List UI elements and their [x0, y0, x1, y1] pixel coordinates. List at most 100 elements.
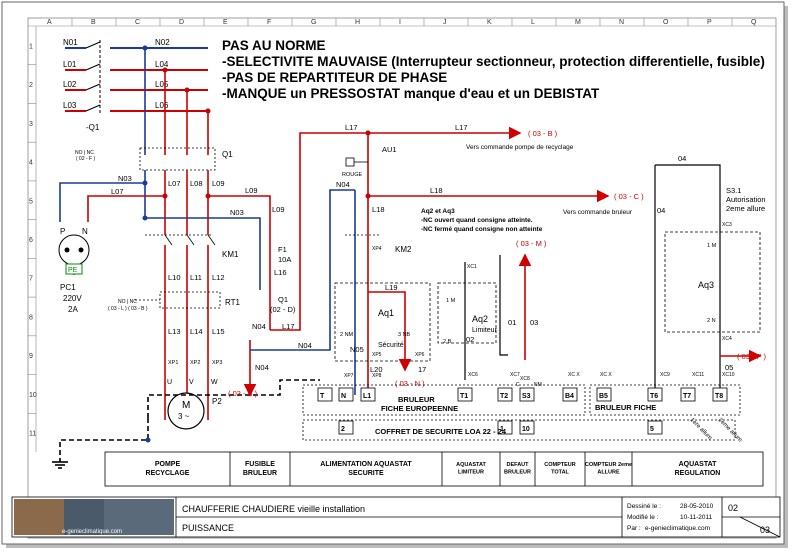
terminal-box — [562, 387, 578, 402]
aq-note-0: Aq2 et Aq3 — [421, 208, 455, 215]
q1-label: Q1 — [222, 150, 233, 159]
q1b-ref: (02 - D) — [270, 305, 296, 314]
wire-02: 02 — [466, 335, 474, 344]
terminal-t8: T8 — [715, 393, 723, 400]
arrow-bruleur: Vers commande bruleur — [563, 209, 633, 216]
wire-l07: L07 — [168, 179, 181, 188]
wire-n04c: N04 — [255, 363, 269, 372]
terminal-l1: L1 — [363, 393, 371, 400]
q1-switch-label: -Q1 — [86, 123, 100, 132]
km1-contactor — [145, 234, 216, 246]
s31-desc2: 2eme allure — [726, 204, 765, 213]
xc6: XC6 — [468, 372, 478, 378]
incoming-lines: N01 L01 L02 L03 -Q1 NO | NC ( 02 - F ) N… — [63, 38, 208, 162]
function-legend — [104, 451, 764, 487]
row-header: 5 — [29, 198, 33, 205]
wire-l09b: L09 — [245, 186, 258, 195]
title: CHAUFFERIE CHAUDIERE vieille installatio… — [182, 504, 365, 514]
km2-label: KM2 — [395, 245, 412, 254]
note-3: -MANQUE un PRESSOSTAT manque d'eau et un… — [222, 86, 600, 101]
box-coffret: COFFRET DE SECURITE LOA 22 - 24 — [375, 427, 507, 436]
pc1-current: 2A — [68, 305, 78, 314]
aq2-1m: 1 M — [446, 298, 456, 304]
wire-l08: L08 — [190, 179, 203, 188]
xp7: XP7 — [344, 373, 354, 379]
notes: PAS AU NORME -SELECTIVITE MAUVAISE (Inte… — [222, 38, 765, 101]
aq-note-2: -NC fermé quand consigne non atteinte — [421, 226, 543, 233]
xcx-1: XC X — [568, 372, 580, 378]
terminal-row — [302, 384, 741, 441]
arrow-03m: ( 03 - M ) — [516, 239, 547, 248]
col-header: G — [311, 19, 316, 26]
col-header: K — [487, 19, 492, 26]
aq1-3nb: 3 NB — [398, 332, 411, 338]
xp5: XP5 — [372, 352, 382, 358]
frame — [27, 17, 777, 539]
xp8: XP8 — [372, 373, 382, 379]
wire-l17: L17 — [282, 322, 295, 331]
xp2: XP2 — [190, 360, 200, 366]
terminal-box — [596, 387, 612, 402]
aq2-label: Aq2 — [472, 314, 488, 324]
wire-n04: N04 — [252, 322, 266, 331]
arrow-03p: ( 03 - P ) — [737, 352, 767, 361]
wire-17: 17 — [418, 365, 426, 374]
rt1-relay — [135, 291, 221, 309]
arrow-pompe: Vers commande pompe de recyclage — [466, 144, 574, 151]
xp3: XP3 — [212, 360, 222, 366]
terminal-t7: T7 — [683, 393, 691, 400]
aq2-2b: 2 B — [443, 339, 452, 345]
motor-phase: 3 ~ — [178, 412, 190, 421]
wire-l20: L20 — [370, 365, 383, 374]
wire-01: 01 — [508, 318, 516, 327]
note-1: -SELECTIVITE MAUVAISE (Interrupteur sect… — [222, 54, 765, 69]
nm: NM — [534, 382, 542, 388]
terminal-box — [360, 387, 376, 402]
row-header: 10 — [29, 392, 37, 399]
line-n02: N02 — [155, 38, 170, 47]
s31-label: S3.1 — [726, 186, 741, 195]
pc1-outlet: PE P N PC1 220V 2A — [58, 227, 90, 314]
col-header: J — [443, 19, 447, 26]
au1-button — [345, 157, 368, 167]
f1-rating: 10A — [278, 255, 291, 264]
modifie-date: 10-11-2011 — [680, 514, 713, 521]
aq-note-1: -NC ouvert quand consigne atteinte. — [421, 217, 533, 224]
col-header: H — [355, 19, 360, 26]
wire-l17c: L17 — [455, 123, 468, 132]
row-header: 7 — [29, 276, 33, 283]
aq3-label: Aq3 — [698, 280, 714, 290]
terminal-b4: B4 — [565, 393, 574, 400]
aq1-label: Aq1 — [378, 308, 394, 318]
terminal-c5: 5 — [650, 426, 654, 433]
no-nc-2-ref: ( 03 - L ) ( 03 - B ) — [108, 306, 148, 312]
note-0: PAS AU NORME — [222, 38, 326, 53]
xp1: XP1 — [168, 360, 178, 366]
wire-n05: N05 — [350, 345, 364, 354]
terminal-t6: T6 — [650, 393, 658, 400]
box-bruleur-2: FICHE EUROPEENNE — [381, 404, 458, 413]
pc1-p: P — [60, 227, 65, 236]
wire-l13: L13 — [168, 327, 181, 336]
col-header: D — [179, 19, 184, 26]
aq1-box — [334, 282, 431, 362]
motor-u: U — [167, 379, 172, 386]
c-label: C — [516, 382, 520, 388]
pc1-voltage: 220V — [63, 294, 82, 303]
par-value: e-genieclimatique.com — [645, 525, 710, 532]
au1-label: AU1 — [382, 145, 397, 154]
col-header: C — [135, 19, 140, 26]
wire-l07b: L07 — [111, 187, 124, 196]
terminal-t2: T2 — [500, 393, 508, 400]
wire-n03b: N03 — [230, 208, 244, 217]
line-l02: L02 — [63, 80, 77, 89]
wire-l10: L10 — [168, 273, 181, 282]
terminal-c1: 1 — [500, 426, 504, 433]
wire-l16: L16 — [274, 268, 287, 277]
